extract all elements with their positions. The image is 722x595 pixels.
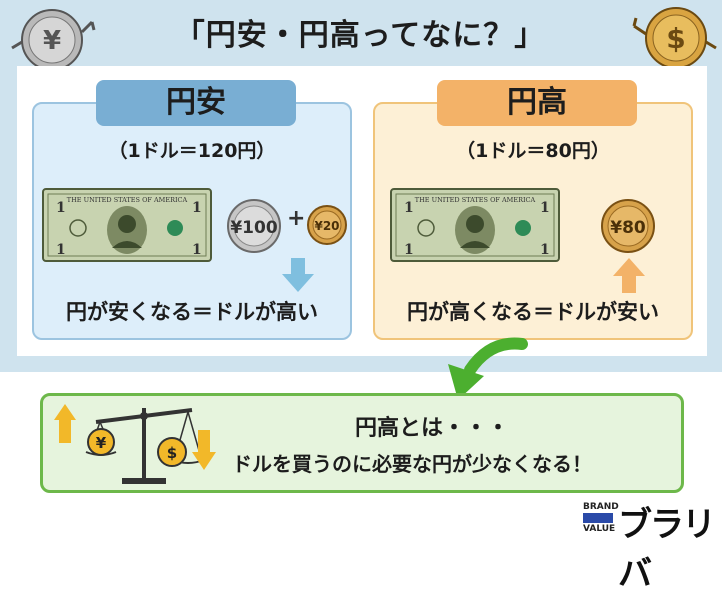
logo-bar (583, 513, 613, 523)
bill-denom-tr: 1 (540, 200, 550, 216)
yen-strong-heading: 円高 (437, 80, 637, 126)
yen-scale-symbol: ¥ (96, 434, 107, 452)
scale-icon: ¥ $ (54, 404, 216, 484)
bill-text: THE UNITED STATES OF AMERICA (67, 196, 188, 204)
dollar-char-symbol: $ (666, 22, 685, 55)
bill-denom-tr: 1 (192, 200, 202, 216)
yen-weak-heading: 円安 (96, 80, 296, 126)
bill-denom-bl: 1 (56, 242, 66, 258)
yen-coin-character-icon: ¥ (11, 9, 96, 81)
logo-line1: BRAND (583, 502, 619, 512)
yen-strong-caption: 円が高くなる＝ドルが安い (407, 300, 659, 324)
bill-denom-tl: 1 (56, 200, 66, 216)
summary-box (40, 393, 684, 493)
logo-text: ブラリバ (618, 505, 716, 594)
dollar-bill-icon: THE UNITED STATES OF AMERICA 1 1 1 1 (390, 188, 560, 262)
coin-100-label: ¥100 (230, 218, 277, 238)
coin-20-icon: ¥20 (307, 205, 347, 245)
logo-brand-value: BRAND VALUE (583, 502, 619, 534)
yen-char-symbol: ¥ (43, 26, 61, 56)
curved-arrow-icon (448, 337, 528, 400)
yen-weak-rate: （1ドル＝120円） (108, 140, 276, 162)
coin-20-label: ¥20 (314, 219, 339, 233)
arrow-up-icon (613, 258, 645, 293)
bill-denom-br: 1 (192, 242, 202, 258)
yen-strong-rate: （1ドル＝80円） (456, 140, 610, 162)
bill-text: THE UNITED STATES OF AMERICA (415, 196, 536, 204)
bill-denom-br: 1 (540, 242, 550, 258)
dollar-bill-icon: THE UNITED STATES OF AMERICA 1 1 1 1 (42, 188, 212, 262)
coin-80-label: ¥80 (610, 218, 646, 238)
dollar-coin-character-icon: $ (632, 7, 717, 81)
summary-text: ドルを買うのに必要な円が少なくなる！ (232, 452, 592, 476)
summary-heading: 円高とは・・・ (355, 416, 510, 441)
page-title: 「円安・円高ってなに？」 (174, 18, 546, 53)
bill-denom-bl: 1 (404, 242, 414, 258)
coin-80-icon: ¥80 (601, 199, 655, 253)
coin-100-icon: ¥100 (227, 199, 281, 253)
arrow-down-icon (282, 258, 314, 292)
plus-sign: + (287, 206, 306, 231)
yen-weak-caption: 円が安くなる＝ドルが高い (66, 300, 318, 324)
dollar-scale-symbol: $ (167, 444, 177, 462)
logo-line2: VALUE (583, 524, 616, 534)
bill-denom-tl: 1 (404, 200, 414, 216)
